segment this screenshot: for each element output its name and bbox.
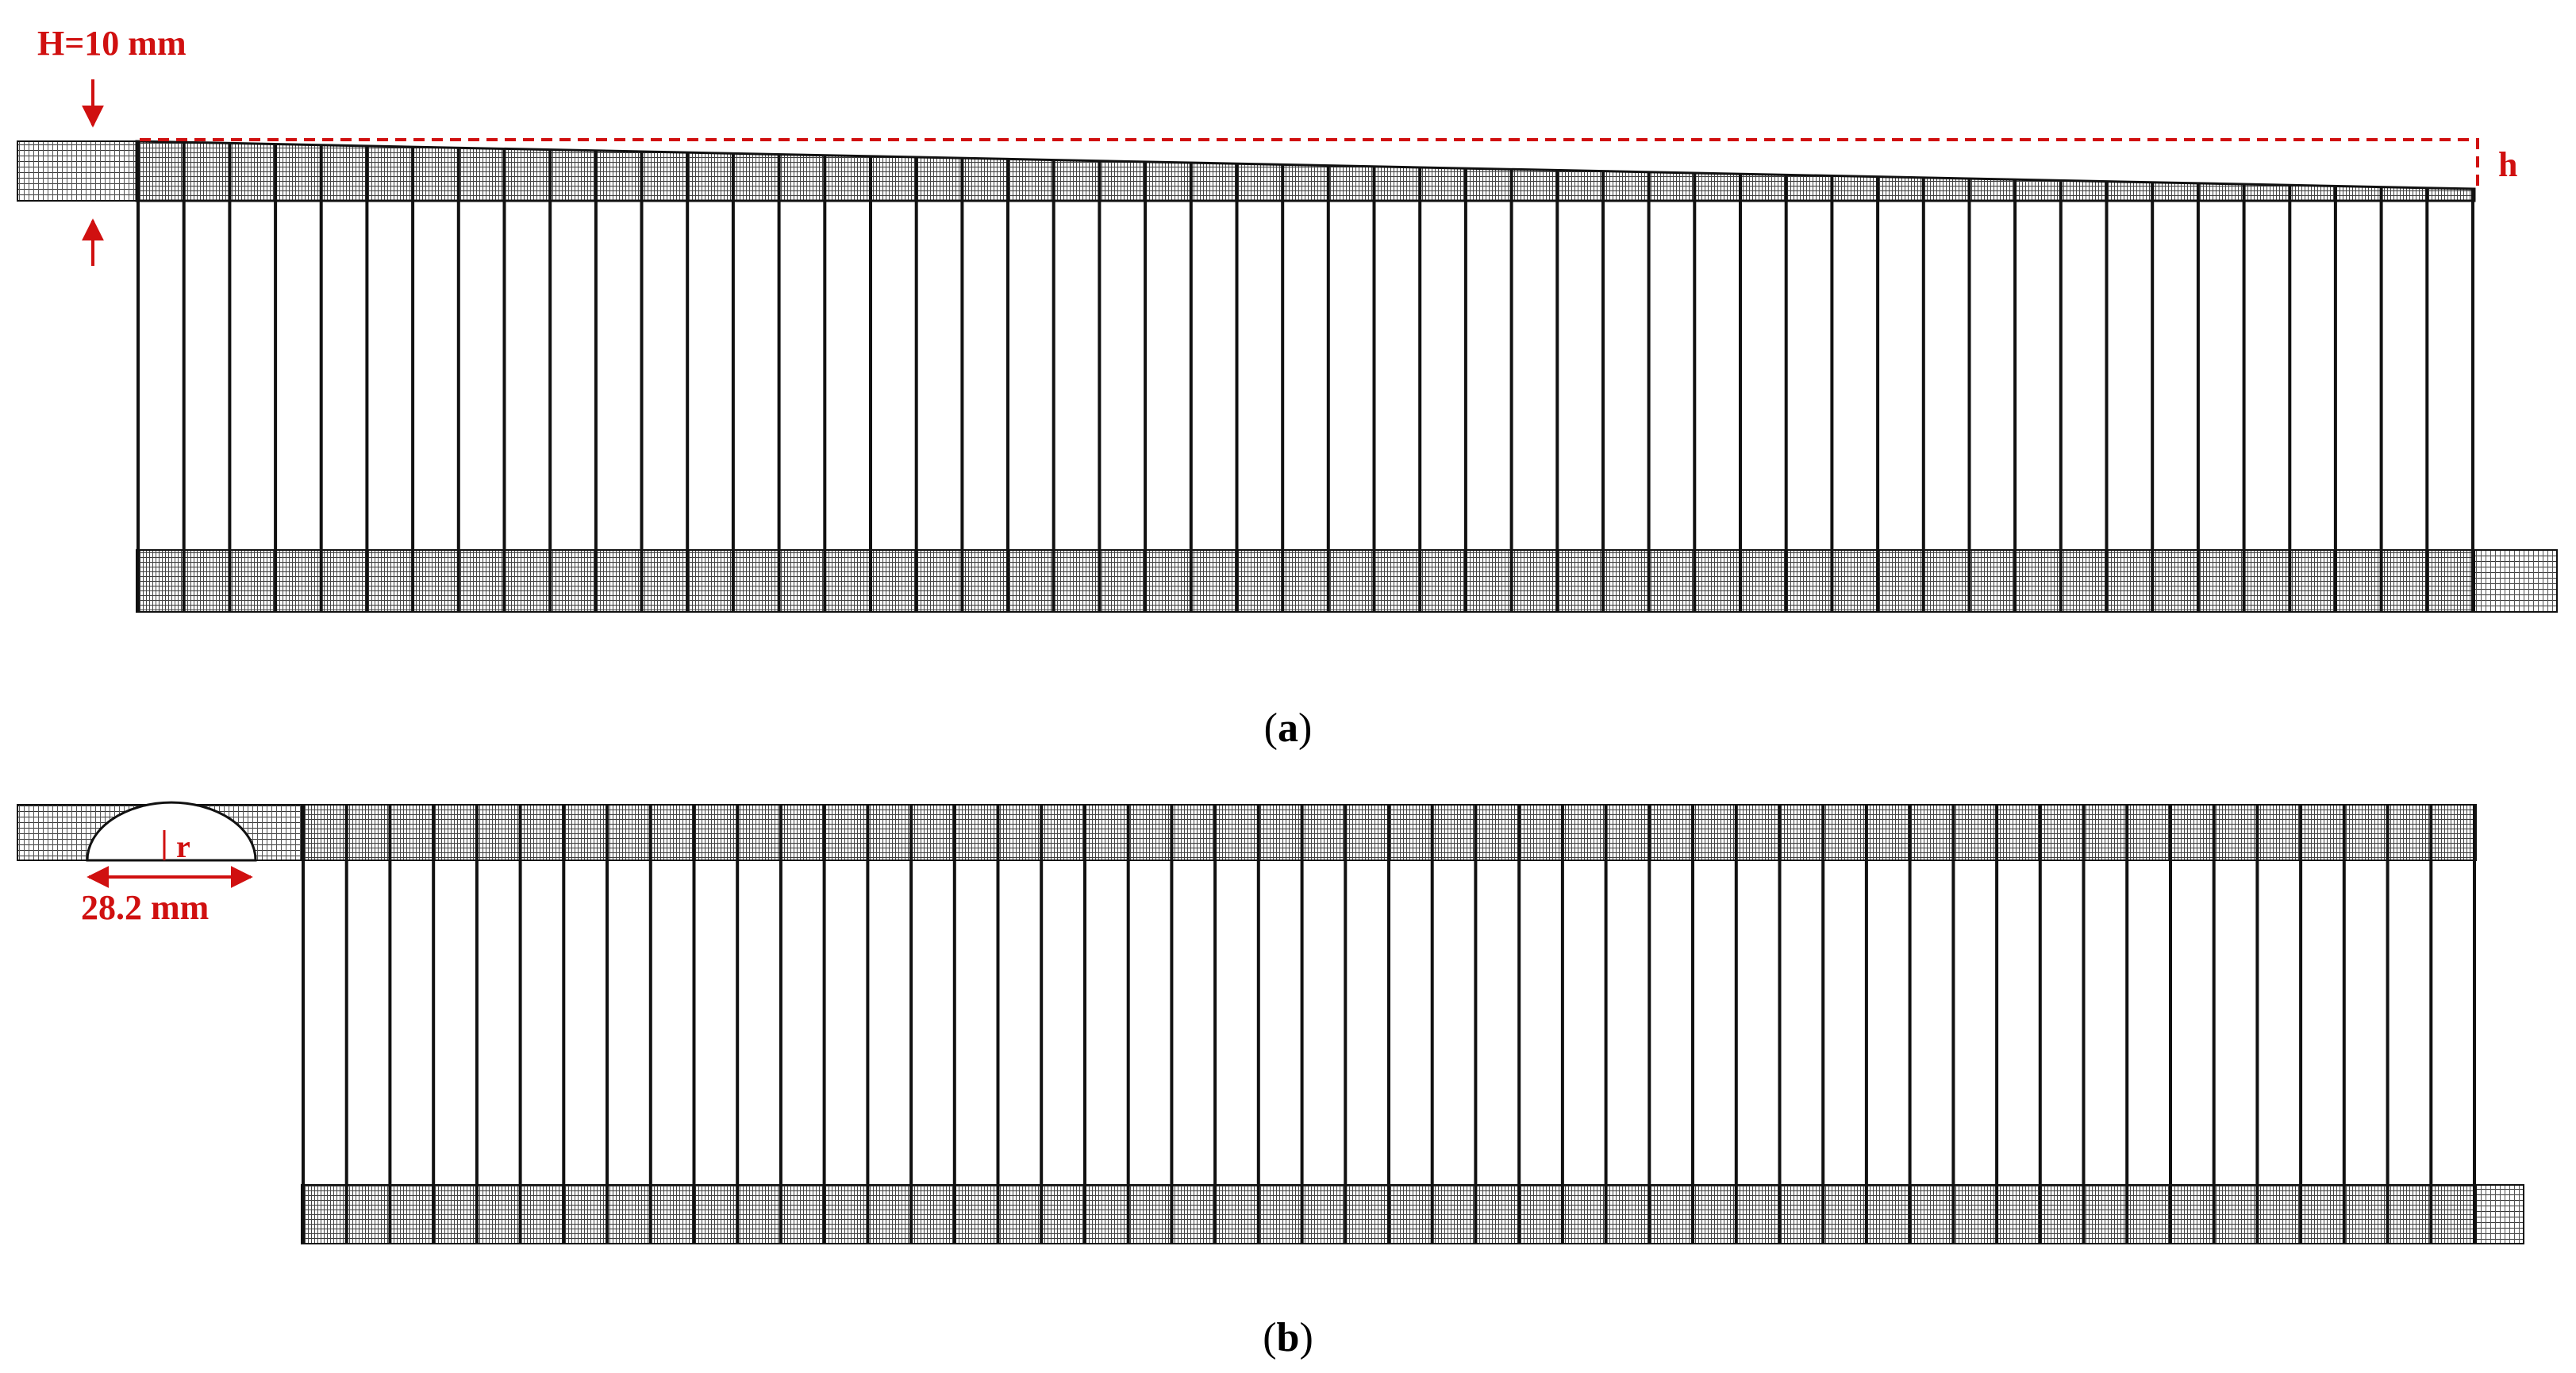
outlet-mesh-a xyxy=(2474,549,2558,613)
dimension-label-h: H=10 mm xyxy=(37,24,186,63)
bottom-manifold-a xyxy=(136,549,2475,613)
semicircle-cutout xyxy=(86,801,257,862)
inlet-mesh-a xyxy=(17,140,139,202)
outlet-mesh-b xyxy=(2475,1184,2524,1244)
channels-b xyxy=(302,805,2476,1244)
caption-b: (b) xyxy=(1263,1315,1313,1360)
height-reference-box xyxy=(140,138,2479,190)
tapered-manifold-a xyxy=(135,140,2476,202)
panel-b: r 28.2 mm (b) xyxy=(17,801,2524,1360)
caption-a: (a) xyxy=(1264,706,1313,751)
panel-a: H=10 mm h (a) xyxy=(17,24,2558,751)
height-label-h: h xyxy=(2498,145,2517,184)
channels-a xyxy=(136,141,2474,612)
width-label: 28.2 mm xyxy=(81,888,209,927)
radius-label-r: r xyxy=(176,829,190,864)
